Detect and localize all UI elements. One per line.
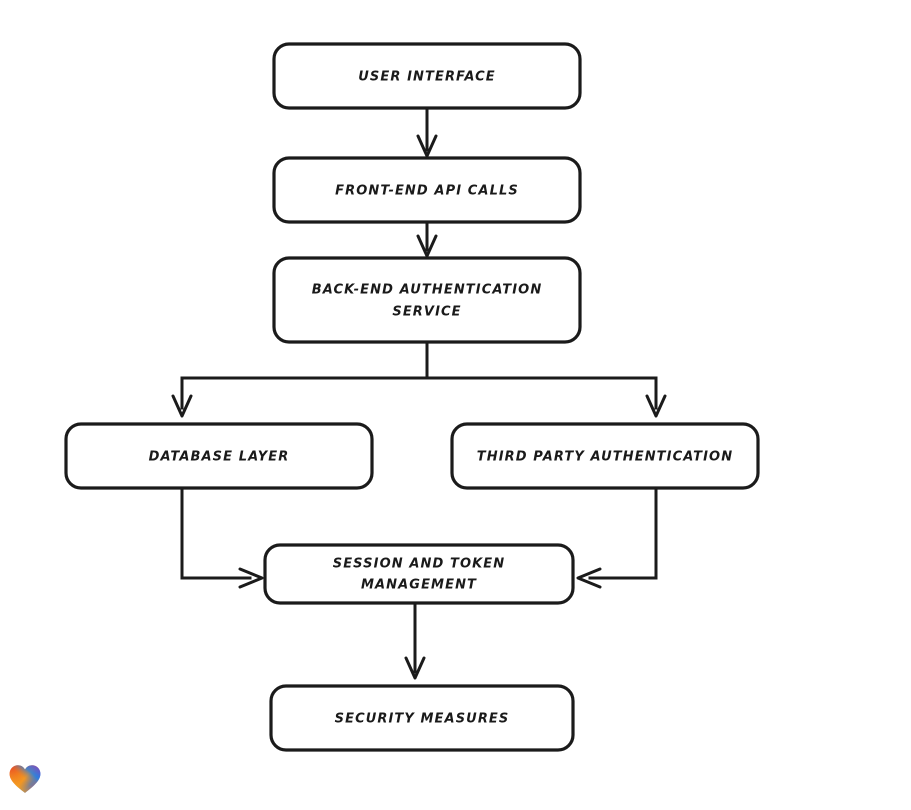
node-user-interface-label: USER INTERFACE: [358, 70, 496, 85]
edge-user-interface-to-front-end: [416, 106, 438, 158]
node-security-measures[interactable]: SECURITY MEASURES: [269, 684, 575, 752]
edge-database-layer-to-session: [180, 486, 264, 589]
node-database-layer[interactable]: DATABASE LAYER: [64, 422, 374, 490]
node-user-interface[interactable]: USER INTERFACE: [272, 42, 582, 110]
node-security-measures-label: SECURITY MEASURES: [335, 712, 510, 727]
edge-front-end-to-back-end: [416, 220, 438, 258]
edge-back-end-to-third-party: [425, 376, 667, 418]
node-session-and-token-management-label-line2: MANAGEMENT: [361, 578, 477, 593]
node-third-party-authentication-label: THIRD PARTY AUTHENTICATION: [477, 450, 733, 465]
edge-third-party-to-session: [576, 486, 658, 589]
node-front-end-api-calls-label: FRONT-END API CALLS: [335, 184, 519, 199]
node-security-measures-shape: [269, 684, 575, 752]
node-session-and-token-management[interactable]: SESSION AND TOKEN MANAGEMENT: [263, 543, 575, 605]
heart-icon: [9, 765, 41, 793]
node-back-end-authentication-service[interactable]: BACK-END AUTHENTICATION SERVICE: [272, 256, 582, 344]
edge-session-to-security-measures: [404, 601, 426, 680]
node-third-party-authentication[interactable]: THIRD PARTY AUTHENTICATION: [450, 422, 760, 490]
node-back-end-authentication-service-label-line2: SERVICE: [392, 305, 461, 320]
node-front-end-api-calls-shape: [272, 156, 582, 224]
node-back-end-authentication-service-shape: [272, 256, 582, 344]
node-front-end-api-calls[interactable]: FRONT-END API CALLS: [272, 156, 582, 224]
node-session-and-token-management-label-line1: SESSION AND TOKEN: [333, 557, 506, 572]
node-third-party-authentication-shape: [450, 422, 760, 490]
edge-back-end-to-database-layer: [171, 340, 429, 418]
node-session-and-token-management-shape: [263, 543, 575, 605]
node-database-layer-shape: [64, 422, 374, 490]
node-database-layer-label: DATABASE LAYER: [149, 450, 290, 465]
node-user-interface-shape: [272, 42, 582, 110]
node-back-end-authentication-service-label-line1: BACK-END AUTHENTICATION: [312, 283, 543, 298]
